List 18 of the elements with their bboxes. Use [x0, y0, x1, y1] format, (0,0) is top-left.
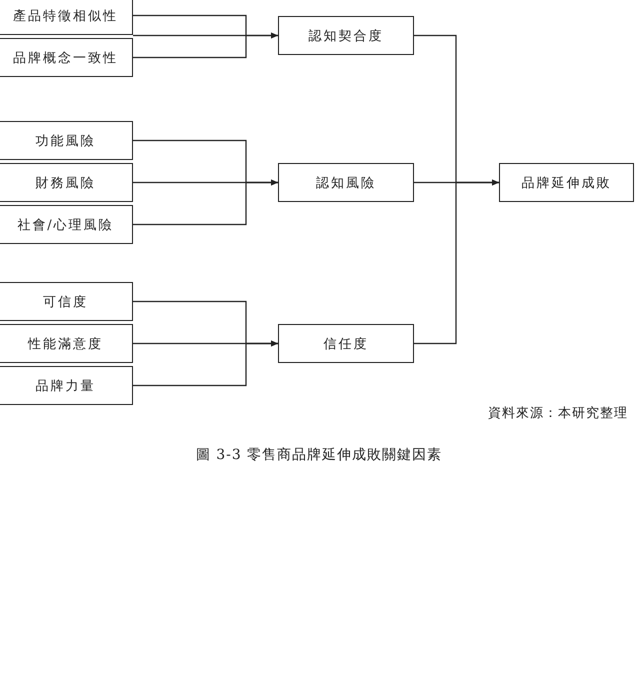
arrow	[133, 32, 278, 58]
process-box: 品牌力量	[0, 366, 133, 405]
caption: 圖 3-3 零售商品牌延伸成敗關鍵因素	[194, 446, 444, 464]
process-box: 產品特徵相似性	[0, 0, 133, 35]
source-note: 資料來源：本研究整理	[488, 405, 628, 422]
process-box: 品牌概念一致性	[0, 38, 133, 77]
process-box: 社會/心理風險	[0, 205, 133, 244]
process-box: 信任度	[278, 324, 414, 363]
process-box: 功能風險	[0, 121, 133, 160]
arrow	[133, 180, 278, 226]
process-box: 財務風險	[0, 163, 133, 202]
arrow	[414, 180, 499, 344]
process-box: 性能滿意度	[0, 324, 133, 363]
process-box: 認知風險	[278, 163, 414, 202]
process-box: 認知契合度	[278, 16, 414, 55]
process-box: 品牌延伸成敗	[499, 163, 634, 202]
process-box: 可信度	[0, 282, 133, 321]
arrow	[133, 340, 278, 386]
